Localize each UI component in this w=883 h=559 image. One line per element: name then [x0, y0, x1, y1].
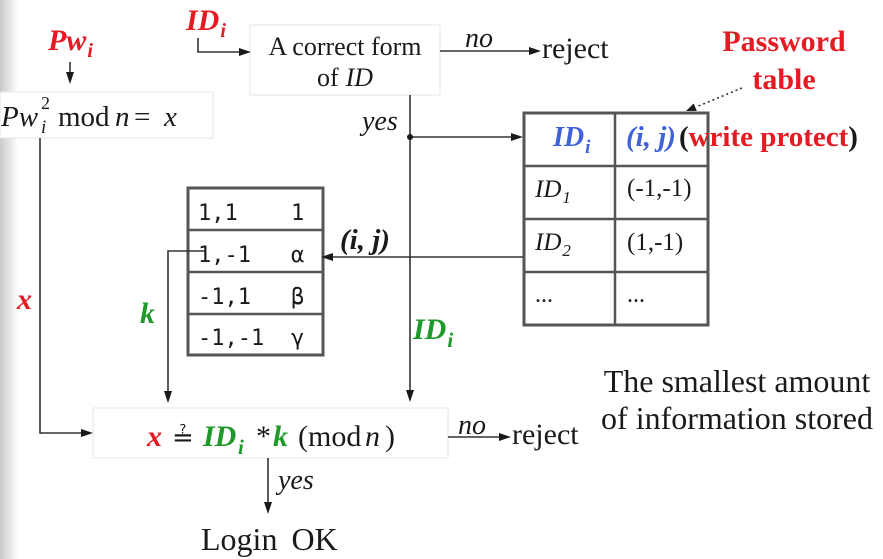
id-check-line1: A correct form	[268, 32, 421, 61]
square-step-box	[0, 91, 214, 139]
row-id-subscript: 1	[562, 188, 571, 207]
table-row-id: ID1	[534, 176, 571, 207]
password-input-subscript: i	[87, 40, 93, 62]
x-value-arrowhead	[81, 429, 93, 437]
password-input-label: Pwi	[47, 24, 93, 62]
storage-note-line1: The smallest amount	[604, 363, 871, 399]
verify-close-paren: )	[385, 420, 395, 453]
slide-edge-shading	[0, 0, 18, 559]
k-value-arrowhead	[164, 391, 172, 403]
verify-reject: reject	[512, 418, 579, 451]
k-table-pair: -1,-1	[198, 326, 264, 351]
table-row-id-ellipsis: ...	[535, 282, 553, 308]
square-subscript: i	[41, 117, 46, 138]
branch-junction-dot	[407, 134, 413, 140]
check-yes-arrowhead	[406, 390, 414, 402]
storage-note-line2: of information stored	[601, 400, 873, 436]
header-pair: (i, j)	[626, 121, 676, 153]
id-check-box	[249, 24, 441, 96]
square-mod-operator: mod	[58, 101, 110, 133]
header-id-base: ID	[552, 122, 584, 153]
k-flow-label: k	[140, 297, 155, 330]
table-callout-arrowhead	[686, 103, 697, 111]
identity-to-check-arrowhead	[239, 48, 251, 56]
x-value-connector	[39, 138, 83, 434]
identity-input-base: ID	[185, 4, 219, 37]
verify-x: x	[146, 420, 162, 453]
verify-questioned-equal: ≟	[172, 423, 194, 453]
id-flow-label: IDi	[412, 313, 453, 352]
check-no-arrowhead	[529, 47, 541, 55]
lookup-pair-label: (i, j)	[340, 224, 390, 256]
password-table-title-line2: table	[752, 63, 815, 96]
k-table-value: γ	[291, 326, 304, 351]
identity-to-check-connector	[197, 38, 241, 53]
password-table: IDi (i, j)(write protect) ID1 (-1,-1) ID…	[522, 111, 858, 327]
square-equals: =	[134, 101, 150, 133]
k-table-pair: 1,1	[198, 201, 238, 226]
password-down-arrowhead	[66, 72, 74, 84]
id-check-yes-label: yes	[359, 106, 398, 137]
k-table-pair: 1,-1	[198, 243, 251, 268]
id-check-reject: reject	[542, 32, 609, 65]
id-flow-base: ID	[412, 313, 446, 346]
row-id-base: ID	[534, 176, 561, 203]
verify-mod-open: (mod	[298, 420, 361, 453]
id-check-no-label: no	[465, 23, 493, 54]
k-lookup-table: 1,1 1 1,-1 α -1,1 β -1,-1 γ	[186, 186, 325, 357]
header-note-open: (	[679, 121, 689, 153]
password-table-header-id: IDi	[552, 122, 591, 158]
verify-k: k	[273, 420, 288, 453]
header-note-close: )	[848, 121, 858, 153]
square-exponent: 2	[41, 93, 50, 113]
square-result: x	[163, 101, 177, 133]
lookup-arrowhead	[321, 253, 333, 261]
verify-no-label: no	[458, 410, 486, 441]
login-result: Login OK	[201, 521, 338, 557]
k-table-value: 1	[291, 201, 304, 226]
table-callout-dotted-connector	[695, 87, 743, 108]
row-id-base: ID	[534, 229, 561, 256]
x-flow-label: x	[16, 283, 32, 316]
square-base: Pw	[0, 101, 39, 133]
verify-step-box	[92, 407, 449, 459]
header-id-subscript: i	[585, 137, 591, 158]
table-row-id: ID2	[534, 229, 571, 260]
verify-id-base: ID	[202, 420, 236, 453]
id-check-line2-id: ID	[345, 63, 374, 92]
square-modulus: n	[115, 101, 130, 133]
id-check-line2-prefix: of	[317, 63, 339, 92]
k-value-connector	[167, 250, 205, 393]
verify-id-subscript: i	[238, 435, 244, 459]
table-row-pair-ellipsis: ...	[627, 282, 645, 308]
verify-multiply: *	[256, 420, 271, 453]
k-table-pair: -1,1	[198, 285, 251, 310]
verify-yes-arrowhead	[264, 502, 272, 514]
password-table-title-line1: Password	[722, 25, 846, 58]
verify-yes-label: yes	[275, 465, 314, 496]
id-flow-subscript: i	[447, 328, 453, 352]
k-table-value: β	[291, 285, 304, 310]
identity-input-subscript: i	[220, 20, 226, 42]
table-row-pair: (-1,-1)	[627, 175, 692, 202]
header-note-write-protect: write protect	[689, 121, 849, 153]
table-row-pair: (1,-1)	[627, 229, 683, 256]
password-input-base: Pw	[47, 24, 87, 57]
identity-input-label: IDi	[185, 4, 226, 42]
k-table-value: α	[291, 243, 304, 268]
verify-no-arrowhead	[499, 433, 511, 441]
password-table-header-pair: (i, j)(write protect)	[626, 121, 858, 153]
verify-modulus: n	[365, 420, 380, 453]
row-id-subscript: 2	[562, 241, 571, 260]
table-branch-arrowhead	[511, 133, 523, 141]
